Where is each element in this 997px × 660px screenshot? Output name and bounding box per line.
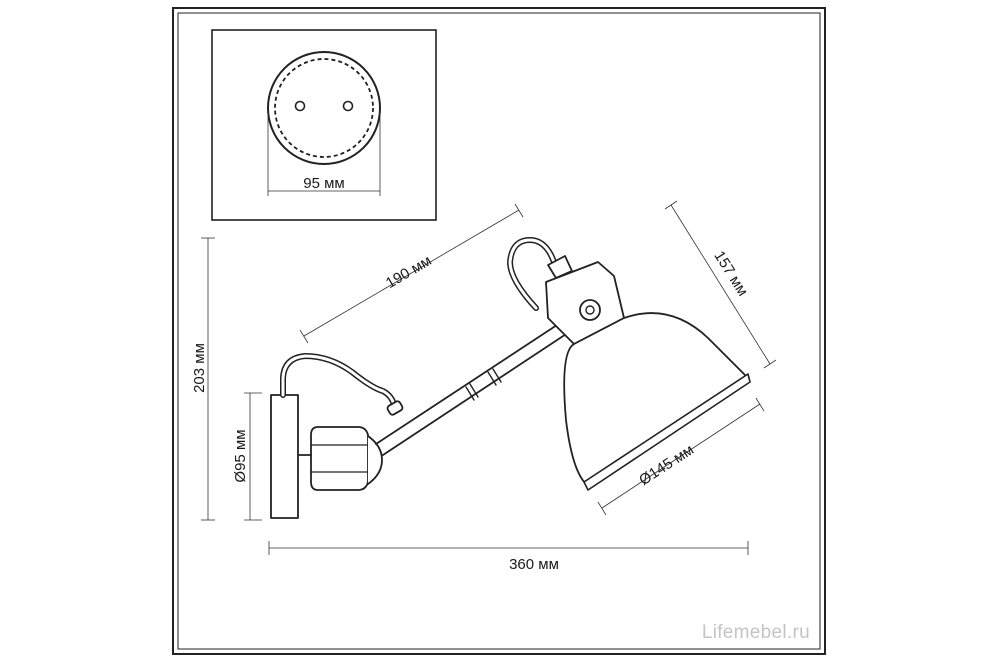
total-height-label: 203 мм (191, 343, 208, 393)
plate-diameter-dimension (267, 110, 381, 196)
base-joint-cap (367, 435, 383, 485)
arm-length-label: 190 мм (383, 252, 435, 292)
dimension-lines (201, 200, 777, 555)
shade-rim (583, 373, 751, 491)
base-joint-housing (310, 426, 369, 491)
shade-height-label: 157 мм (710, 248, 751, 299)
drawing-frame (172, 7, 826, 655)
screw-hole-right (342, 100, 354, 112)
total-length-label: 360 мм (509, 556, 559, 573)
wall-plate-side (270, 394, 299, 519)
pivot-knob (579, 299, 601, 321)
mount-plate-inset: 95 мм (211, 29, 437, 221)
plate-diameter-label: 95 мм (303, 175, 344, 192)
site-watermark: Lifemebel.ru (702, 622, 810, 643)
wall-lamp-side-view (270, 237, 751, 519)
screw-hole-left (294, 100, 306, 112)
cord-clip (386, 400, 404, 416)
mount-plate-outer (267, 51, 381, 165)
shade-top-cap (547, 255, 573, 279)
mount-diameter-label: Ø95 мм (232, 429, 249, 482)
mount-plate-inner (274, 58, 374, 158)
